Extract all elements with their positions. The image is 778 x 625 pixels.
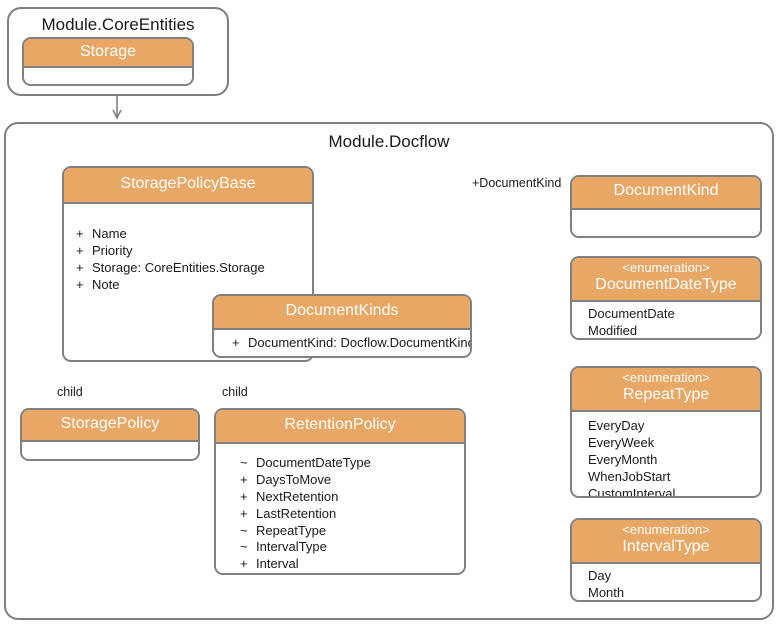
member-text: DocumentKind: Docflow.DocumentKind [248, 335, 472, 350]
class-member: + DaysToMove [240, 472, 464, 489]
member-visibility: + [240, 488, 248, 504]
class-storage-policy-body [22, 442, 198, 459]
enum-document-date-type-body: DocumentDate Modified [572, 302, 760, 338]
class-member: ~ RepeatType [240, 523, 464, 540]
class-document-kind-body [572, 210, 760, 236]
class-retention-policy-name: RetentionPolicy [284, 416, 396, 433]
member-text: Priority [92, 242, 133, 258]
class-member: ~ IntervalType [240, 539, 464, 556]
class-storage[interactable]: Storage [22, 37, 194, 86]
enum-literal: EveryDay [588, 418, 645, 433]
enum-repeat-type-header: <enumeration> RepeatType [572, 368, 760, 412]
class-member: + Name [76, 226, 312, 243]
member-text: IntervalType [256, 539, 327, 555]
enum-interval-type-name: IntervalType [622, 537, 710, 555]
package-docflow-title: Module.Docflow [328, 132, 450, 151]
enum-document-date-type-name: DocumentDateType [595, 275, 737, 293]
enum-stereotype: <enumeration> [622, 522, 710, 537]
class-retention-policy[interactable]: RetentionPolicy ~ DocumentDateType + Day… [214, 408, 466, 575]
member-visibility: ~ [240, 539, 248, 555]
class-document-kind-name: DocumentKind [613, 182, 719, 199]
class-retention-policy-header: RetentionPolicy [216, 410, 464, 444]
edge-label-child-right: child [222, 385, 248, 399]
enum-literal: EveryWeek [588, 434, 655, 450]
enum-repeat-type[interactable]: <enumeration> RepeatType EveryDay EveryW… [570, 366, 762, 498]
class-document-kind-header: DocumentKind [572, 177, 760, 210]
class-document-kinds-header: DocumentKinds [214, 296, 470, 330]
enum-stereotype: <enumeration> [622, 370, 710, 385]
member-visibility: + [240, 471, 248, 487]
class-storage-body [24, 68, 192, 84]
enum-literal: Month [588, 584, 625, 600]
class-storage-policy-header: StoragePolicy [22, 410, 198, 442]
member-visibility: + [240, 505, 248, 521]
class-member: + Note [76, 277, 312, 294]
class-member: ~ DocumentDateType [240, 455, 464, 472]
enum-stereotype: <enumeration> [622, 260, 710, 275]
class-member: + LastRetention [240, 506, 464, 523]
class-member: + Storage: CoreEntities.Storage [76, 260, 312, 277]
member-text: Storage: CoreEntities.Storage [92, 259, 265, 275]
enum-literal: EveryMonth [588, 451, 658, 467]
member-visibility: + [76, 226, 84, 241]
member-visibility: ~ [240, 522, 248, 538]
class-storage-policy-base-name: StoragePolicyBase [120, 175, 256, 192]
class-storage-header: Storage [24, 39, 192, 68]
class-document-kind[interactable]: DocumentKind [570, 175, 762, 238]
class-document-kinds-name: DocumentKinds [285, 302, 399, 319]
class-storage-policy-base-body: + Name + Priority + Storage: CoreEntitie… [64, 204, 312, 300]
member-visibility: + [240, 556, 248, 572]
class-storage-name: Storage [79, 43, 137, 60]
class-member: + DocumentKind: Docflow.DocumentKind [232, 335, 470, 352]
enum-literal: DocumentDate [588, 306, 675, 321]
edge-label-child-left: child [57, 385, 83, 399]
member-text: DocumentDateType [256, 455, 371, 470]
class-retention-policy-body: ~ DocumentDateType + DaysToMove + NextRe… [216, 444, 464, 573]
member-visibility: + [76, 242, 84, 258]
member-visibility: + [76, 276, 84, 292]
class-storage-policy[interactable]: StoragePolicy [20, 408, 200, 461]
enum-literal: Modified [588, 322, 638, 338]
member-text: NextRetention [256, 488, 339, 504]
member-visibility: + [76, 259, 84, 275]
member-text: Note [92, 276, 120, 292]
enum-interval-type-body: Day Month [572, 564, 760, 600]
class-document-kinds-body: + DocumentKind: Docflow.DocumentKind [214, 330, 470, 356]
enum-document-date-type-header: <enumeration> DocumentDateType [572, 258, 760, 302]
enum-literal: WhenJobStart [588, 468, 671, 484]
enum-document-date-type[interactable]: <enumeration> DocumentDateType DocumentD… [570, 256, 762, 340]
class-member: + Priority [76, 243, 312, 260]
enum-interval-type-header: <enumeration> IntervalType [572, 520, 760, 564]
class-storage-policy-name: StoragePolicy [60, 415, 160, 432]
enum-repeat-type-name: RepeatType [622, 385, 710, 403]
member-text: Name [92, 226, 127, 241]
class-member: + Interval [240, 556, 464, 573]
member-text: DaysToMove [256, 471, 332, 487]
class-document-kinds[interactable]: DocumentKinds + DocumentKind: Docflow.Do… [212, 294, 472, 358]
member-visibility: ~ [240, 455, 248, 470]
enum-interval-type[interactable]: <enumeration> IntervalType Day Month [570, 518, 762, 602]
member-visibility: + [232, 335, 240, 350]
package-core-entities-title: Module.CoreEntities [41, 15, 195, 34]
class-storage-policy-base-header: StoragePolicyBase [64, 168, 312, 204]
enum-repeat-type-body: EveryDay EveryWeek EveryMonth WhenJobSta… [572, 412, 760, 498]
enum-literal: CustomInterval [588, 485, 676, 498]
edge-label-document-kind-role: +DocumentKind [472, 176, 562, 190]
member-text: RepeatType [256, 522, 327, 538]
class-member: + NextRetention [240, 489, 464, 506]
member-text: LastRetention [256, 505, 337, 521]
enum-literal: Day [588, 568, 612, 583]
member-text: Interval [256, 556, 299, 572]
